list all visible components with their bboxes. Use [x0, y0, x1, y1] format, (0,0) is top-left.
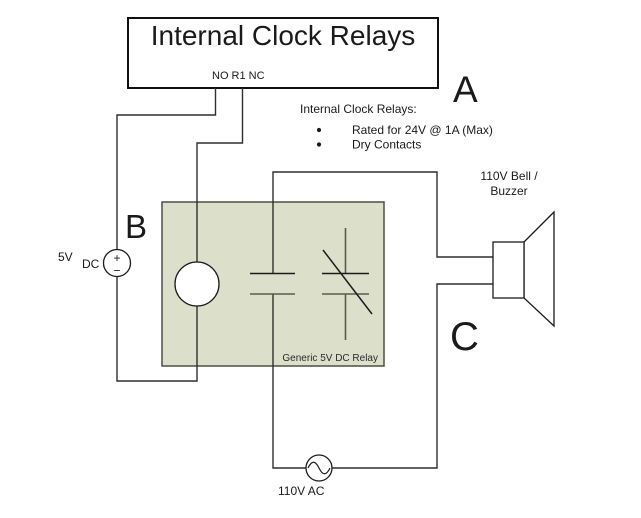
- bullet-dot: [316, 127, 322, 133]
- marker-b: B: [125, 208, 147, 245]
- speaker-cone: [523, 210, 555, 328]
- wire-contact-through-ac-to-bell-bottom: [272, 283, 493, 469]
- relay-terminals-label: NO R1 NC: [212, 70, 265, 82]
- relay-no-contact-symbol: [250, 272, 295, 295]
- wire-coil-bottom-to-dc-negative: [116, 276, 198, 382]
- bell-buzzer-symbol: 110V Bell / Buzzer: [480, 169, 555, 328]
- wire-contact-to-bell-top: [272, 171, 493, 273]
- marker-c: C: [450, 315, 479, 359]
- wire-no-to-dc-positive: [116, 88, 217, 250]
- relay-module-label: Generic 5V DC Relay: [282, 353, 378, 364]
- bullet-dot: [316, 142, 322, 147]
- relay-nc-contact-symbol: [322, 228, 373, 340]
- wire-r1-to-coil-top: [196, 88, 244, 262]
- dc-source-symbol: + − 5V DC: [58, 248, 132, 278]
- ac-source-label: 110V AC: [278, 484, 325, 498]
- notes-block: Internal Clock Relays: Rated for 24V @ 1…: [300, 102, 493, 152]
- wires: [116, 88, 493, 469]
- note-bullet-1: Rated for 24V @ 1A (Max): [352, 123, 493, 137]
- dc-source-circle: [102, 248, 132, 278]
- ac-source-symbol: 110V AC: [278, 454, 333, 498]
- dc-voltage-label: 5V: [58, 250, 73, 264]
- internal-clock-relays-box: [127, 17, 439, 89]
- relay-coil-symbol: [174, 261, 220, 307]
- marker-a: A: [453, 69, 478, 110]
- contact-cross-stroke: [322, 249, 373, 315]
- note-bullet-2: Dry Contacts: [352, 138, 421, 152]
- bell-label-line2: Buzzer: [490, 184, 527, 198]
- internal-clock-relays-title: Internal Clock Relays: [151, 20, 416, 51]
- dc-plus-sign: +: [113, 251, 120, 265]
- dc-minus-sign: −: [113, 264, 120, 278]
- bell-label-line1: 110V Bell /: [480, 169, 538, 183]
- speaker-body: [492, 241, 525, 299]
- ac-sine-glyph: [307, 461, 331, 475]
- notes-heading: Internal Clock Relays:: [300, 102, 417, 116]
- dc-kind-label: DC: [82, 257, 100, 271]
